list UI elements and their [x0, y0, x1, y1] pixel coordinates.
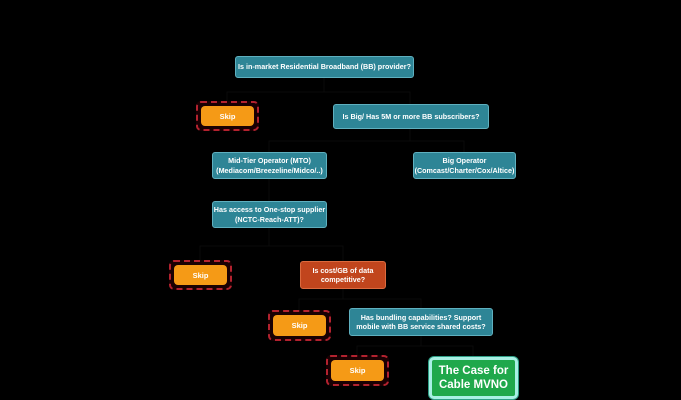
question-one-stop-supplier-label: Has access to One-stop supplier (NCTC-Re… [213, 205, 326, 224]
skip-2-frame: Skip [169, 260, 232, 290]
skip-2-box: Skip [174, 265, 227, 285]
question-big-5m-subscribers-label: Is Big/ Has 5M or more BB subscribers? [342, 111, 480, 121]
mid-tier-operator: Mid-Tier Operator (MTO) (Mediacom/Breeze… [212, 152, 327, 179]
skip-4-frame: Skip [326, 355, 389, 386]
connector-11 [421, 345, 474, 357]
skip-1-label: Skip [219, 111, 236, 121]
skip-3-box: Skip [273, 315, 326, 336]
question-cost-per-gb-label: Is cost/GB of data competitive? [312, 265, 374, 284]
skip-4-box: Skip [331, 360, 384, 381]
skip-1-frame: Skip [196, 101, 259, 131]
mid-tier-operator-label: Mid-Tier Operator (MTO) (Mediacom/Breeze… [216, 156, 323, 175]
question-big-5m-subscribers: Is Big/ Has 5M or more BB subscribers? [333, 104, 489, 129]
connector-1 [226, 78, 325, 101]
big-operator: Big Operator (Comcast/Charter/Cox/Altice… [413, 152, 516, 179]
question-bundling-capabilities-label: Has bundling capabilities? Support mobil… [356, 312, 486, 331]
connector-3 [268, 129, 411, 152]
connector-8 [298, 289, 344, 310]
question-bundling-capabilities: Has bundling capabilities? Support mobil… [349, 308, 493, 336]
connector-4 [410, 140, 465, 152]
final-cable-mvno: The Case for Cable MVNO [429, 357, 518, 399]
connector-7 [269, 245, 344, 261]
skip-3-frame: Skip [268, 310, 331, 341]
skip-3-label: Skip [291, 321, 308, 330]
skip-4-label: Skip [349, 366, 366, 375]
question-residential-broadband-label: Is in-market Residential Broadband (BB) … [238, 62, 411, 72]
connector-10 [356, 336, 422, 355]
question-cost-per-gb: Is cost/GB of data competitive? [300, 261, 386, 289]
question-one-stop-supplier: Has access to One-stop supplier (NCTC-Re… [212, 201, 327, 228]
connector-2 [324, 91, 411, 104]
connector-6 [199, 228, 270, 260]
final-cable-mvno-label: The Case for Cable MVNO [438, 364, 509, 391]
question-residential-broadband: Is in-market Residential Broadband (BB) … [235, 56, 414, 78]
big-operator-label: Big Operator (Comcast/Charter/Cox/Altice… [414, 156, 515, 175]
connector-9 [343, 298, 422, 308]
skip-2-label: Skip [192, 270, 209, 280]
skip-1-box: Skip [201, 106, 254, 126]
